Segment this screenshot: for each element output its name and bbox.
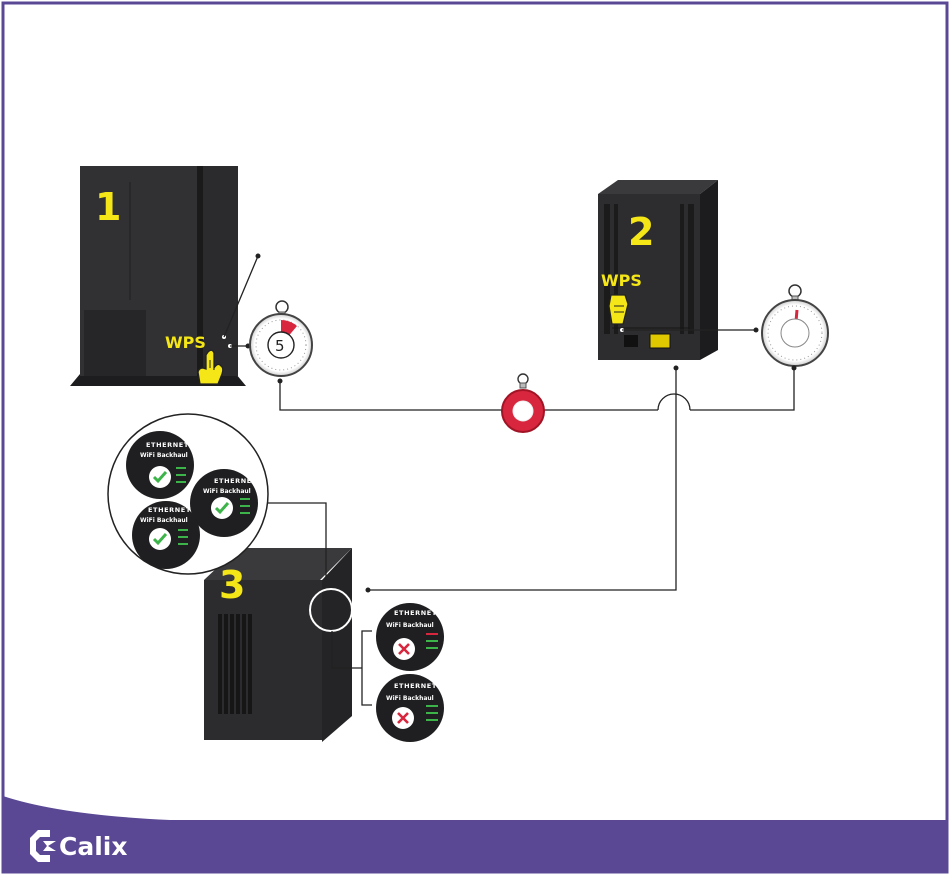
wps-label-device-1: WPS — [165, 333, 206, 352]
wps-label-device-2: WPS — [601, 271, 642, 290]
led-status-fail-panel-2: ETHERNET WiFi Backhaul — [376, 674, 444, 742]
device-3-satellite: 3 — [204, 548, 352, 742]
ethernet-label: ETHERNET — [214, 477, 257, 485]
x-icon — [393, 638, 415, 660]
check-icon — [211, 497, 233, 519]
led-status-success-panel: ETHERNET WiFi Backhaul ETHERNET WiFi Bac… — [108, 414, 268, 574]
footer-band — [3, 820, 947, 872]
x-icon — [392, 707, 414, 729]
timer-value: 5 — [275, 337, 285, 355]
led-status-fail-panel-1: ETHERNET WiFi Backhaul — [376, 603, 444, 671]
check-icon — [149, 466, 171, 488]
wifi-backhaul-label: WiFi Backhaul — [140, 517, 188, 524]
ethernet-label: ETHERNET — [146, 441, 189, 449]
wifi-backhaul-label: WiFi Backhaul — [140, 452, 188, 459]
step-3-number: 3 — [219, 563, 245, 607]
wifi-backhaul-label: WiFi Backhaul — [386, 622, 434, 629]
wifi-backhaul-label: WiFi Backhaul — [203, 488, 251, 495]
calix-logo-text: Calix — [59, 832, 127, 861]
wifi-backhaul-label: WiFi Backhaul — [386, 695, 434, 702]
step-1-number: 1 — [95, 185, 121, 229]
ethernet-label: ETHERNET — [148, 506, 191, 514]
ethernet-label: ETHERNET — [394, 609, 437, 617]
device-2-satellite: 2 WPS — [598, 180, 718, 360]
check-icon — [149, 528, 171, 550]
device-1-gateway: 1 WPS — [70, 166, 246, 386]
step-2-number: 2 — [628, 210, 654, 254]
ethernet-label: ETHERNET — [394, 682, 437, 690]
